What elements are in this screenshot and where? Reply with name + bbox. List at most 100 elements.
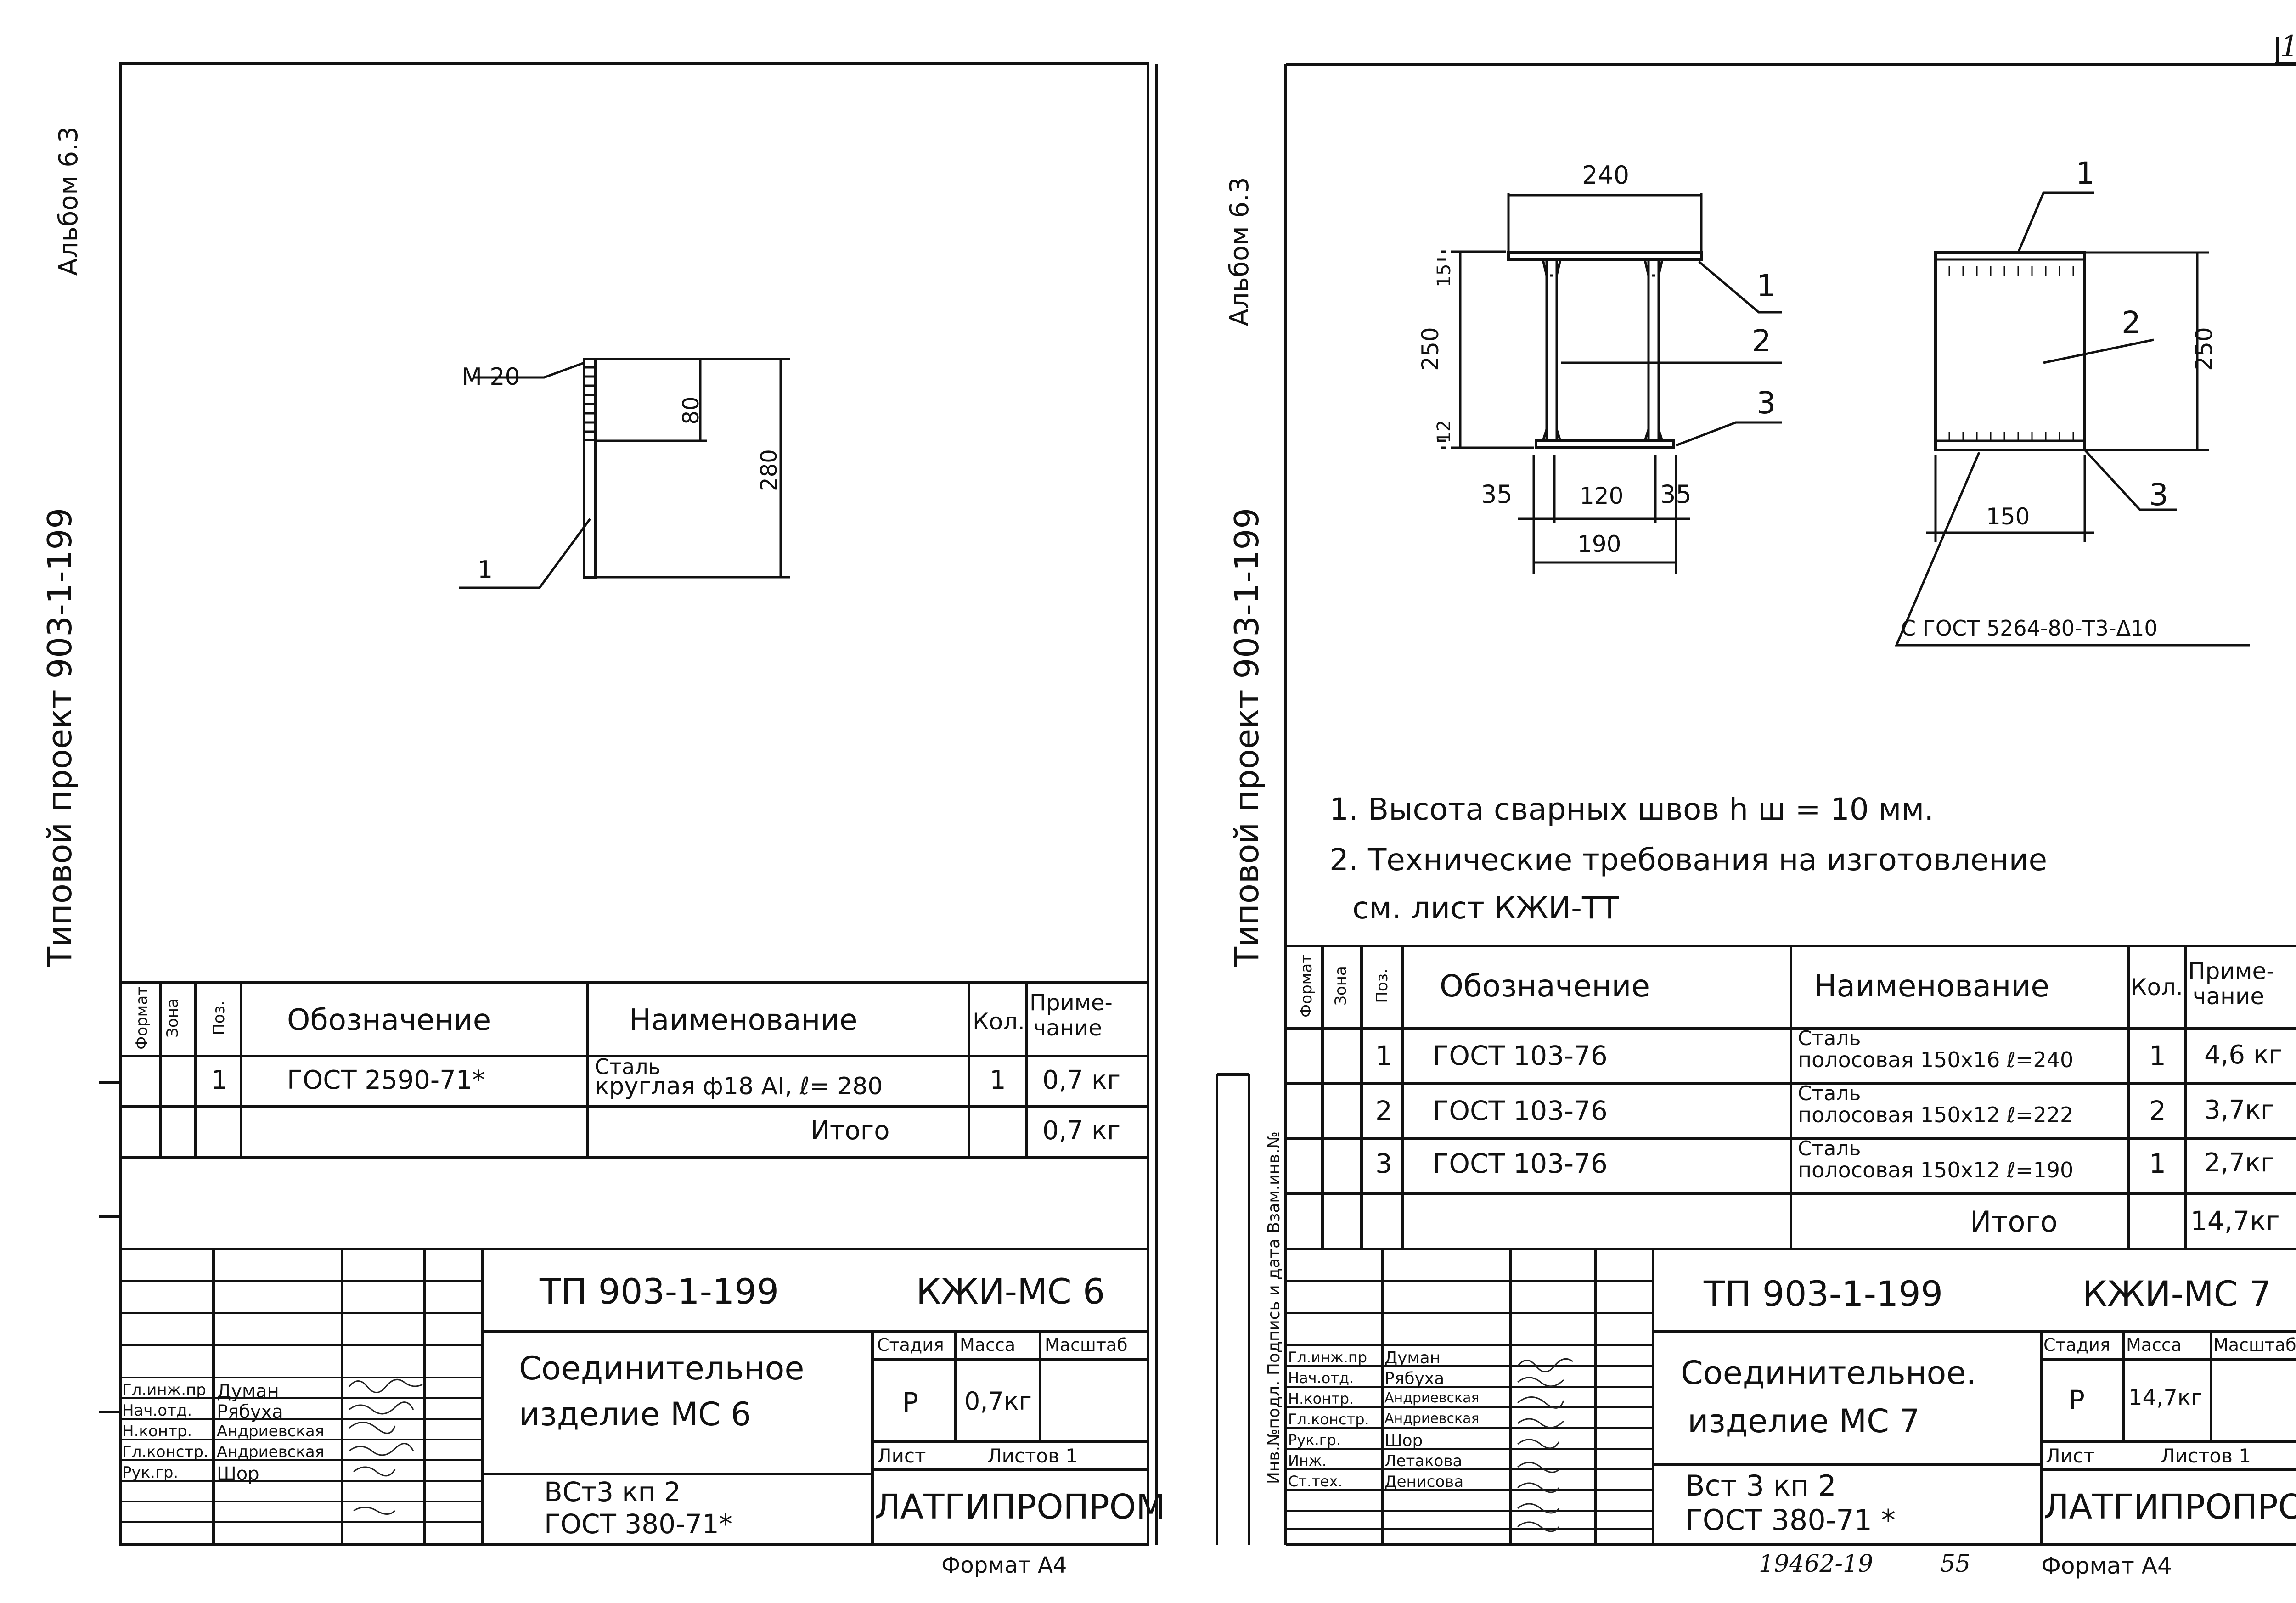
note-1: 1. Высота сварных швов h ш = 10 мм. [1329,792,1934,827]
dim-right-offset: 35 [1660,480,1692,509]
r-title-material-2: ГОСТ 380-71 * [1685,1503,1896,1537]
spec-header-qty: Кол. [973,1008,1025,1035]
r-spec-header-note-2: чание [2193,983,2265,1010]
title-sheet-code: КЖИ-МС 6 [916,1271,1105,1312]
title-code: ТП 903-1-199 [540,1271,779,1312]
r-title-sheet-label: Лист [2046,1445,2095,1467]
r-role-4: Гл.констр. [1288,1411,1369,1428]
note-2: 2. Технические требования на изготовлени… [1329,842,2048,877]
r-title-stage-header: Стадия [2043,1335,2110,1355]
r-spec-header-pos: Поз. [1373,968,1391,1003]
r-name-6: Летакова [1384,1452,1463,1470]
spec-total-label: Итого [810,1116,890,1146]
dim-top-plate: 15 [1434,264,1455,287]
thread-label: М 20 [461,363,520,391]
name-1: Думан [217,1381,279,1402]
footer-page: 55 [1940,1550,1971,1578]
title-sheets-label: Листов 1 [987,1445,1078,1467]
spec-header-pos: Поз. [210,1001,228,1035]
plate-assembly-front-view [1437,193,1782,574]
r-title-mass-header: Масса [2126,1335,2182,1355]
dim-bottom-plate: 12 [1434,420,1455,444]
r-name-4: Андриевская [1384,1411,1480,1427]
r-spec-header-format: Формат [1297,954,1316,1018]
r-row2-name-1: Сталь [1798,1082,1861,1105]
r-row2-pos: 2 [1375,1095,1392,1126]
dim-side-height: 250 [2191,327,2217,371]
name-2: Рябуха [217,1401,283,1423]
spec-header-note-1: Приме- [1030,990,1113,1016]
pos-3: 3 [1756,385,1776,421]
r-name-5: Шор [1384,1431,1423,1450]
spec-header-name: Наименование [629,1003,858,1037]
dim-side-width: 150 [1986,503,2030,530]
spec-row-name-1: Сталь [595,1054,661,1079]
side-pos-2: 2 [2122,305,2141,340]
r-row1-pos: 1 [1375,1040,1392,1071]
r-row3-designation: ГОСТ 103-76 [1433,1148,1608,1179]
dim-inner: 120 [1580,483,1624,509]
role-3: Н.контр. [122,1422,192,1440]
r-total-value: 14,7кг [2190,1205,2280,1237]
right-side-stamp: Инв.№подл. Подпись и дата Взам.инв.№ [1265,1131,1283,1485]
title-product-2: изделие МС 6 [519,1395,751,1433]
right-format-footer: Формат А4 [2041,1552,2172,1579]
r-total-label: Итого [1970,1205,2058,1238]
r-spec-header-name: Наименование [1814,968,2049,1004]
spec-header-note-2: чание [1033,1015,1102,1041]
r-row3-qty: 1 [2149,1148,2166,1179]
dim-bottom-width: 190 [1577,531,1621,557]
r-row3-note: 2,7кг [2204,1148,2274,1178]
r-title-sheets-label: Листов 1 [2161,1445,2251,1467]
r-row1-note: 4,6 кг [2204,1040,2283,1070]
r-row1-designation: ГОСТ 103-76 [1433,1040,1608,1071]
spec-header-format: Формат [133,986,151,1050]
r-spec-header-note-1: Приме- [2188,958,2275,984]
dim-left-offset: 35 [1481,480,1513,509]
r-name-2: Рябуха [1384,1369,1445,1388]
r-title-mass: 14,7кг [2128,1385,2203,1411]
pos-marker: 1 [478,556,493,584]
spec-row-designation: ГОСТ 2590-71* [287,1065,485,1095]
r-title-product-2: изделие МС 7 [1688,1402,1920,1440]
title-material-1: ВСт3 кп 2 [544,1476,681,1507]
spec-row-name-2: круглая ф18 АI, ℓ= 280 [595,1073,883,1100]
title-stage: Р [902,1387,918,1418]
title-org: ЛАТГИПРОПРОМ [875,1487,1165,1527]
r-title-stage: Р [2069,1384,2085,1416]
pos-1: 1 [1756,268,1776,304]
anchor-bolt-drawing [459,358,790,589]
r-title-org: ЛАТГИПРОПРОМ [2043,1487,2296,1527]
role-5: Рук.гр. [122,1463,179,1482]
r-row2-note: 3,7кг [2204,1095,2274,1125]
dim-top-width: 240 [1582,161,1630,190]
r-title-scale-header: Масштаб [2213,1335,2296,1355]
r-title-product-1: Соединительное. [1681,1354,1976,1392]
r-row2-qty: 2 [2149,1095,2166,1126]
r-role-1: Гл.инж.пр [1288,1349,1367,1366]
name-5: Шор [217,1463,259,1485]
r-spec-header-qty: Кол. [2131,974,2183,1001]
r-row1-name-2: полосовая 150х16 ℓ=240 [1798,1047,2074,1072]
dim-thread-length: 80 [678,396,704,425]
r-spec-header-zone: Зона [1332,966,1350,1006]
r-spec-header-designation: Обозначение [1440,968,1650,1004]
plate-assembly-side-view [1895,191,2250,647]
pos-2: 2 [1752,323,1771,359]
side-pos-1: 1 [2076,156,2095,191]
r-title-code: ТП 903-1-199 [1704,1273,1943,1314]
spec-row-qty: 1 [990,1065,1006,1095]
r-name-3: Андриевская [1384,1390,1480,1406]
sheet-number: 154 [2280,32,2296,62]
dim-total-length: 280 [756,449,782,491]
note-3: см. лист КЖИ-ТТ [1352,890,1619,926]
title-mass-header: Масса [960,1335,1016,1355]
r-row2-designation: ГОСТ 103-76 [1433,1095,1608,1126]
spec-row-pos: 1 [211,1065,228,1095]
spec-row-note: 0,7 кг [1042,1065,1121,1095]
r-title-sheet-code: КЖИ-МС 7 [2082,1273,2272,1314]
r-title-material-1: Вст 3 кп 2 [1685,1469,1836,1502]
r-name-7: Денисова [1384,1473,1464,1491]
